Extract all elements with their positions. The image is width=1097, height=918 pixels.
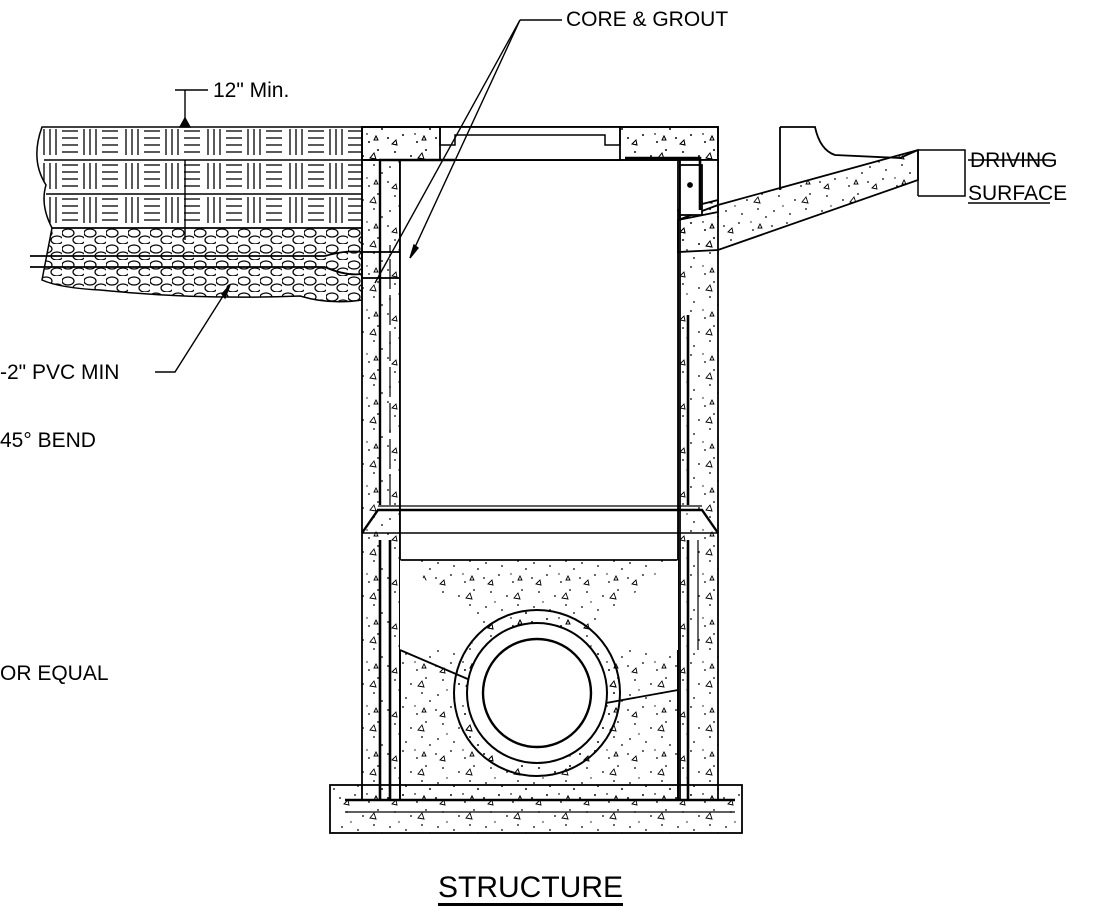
bend-label: 45° BEND bbox=[0, 429, 96, 452]
or-equal-label: OR EQUAL bbox=[0, 662, 109, 685]
leader-lines bbox=[155, 19, 1050, 373]
pavers bbox=[36, 126, 363, 229]
pipe-opening bbox=[453, 609, 621, 777]
cover-min-label: 12" Min. bbox=[213, 79, 290, 102]
core-grout-label: CORE & GROUT bbox=[566, 8, 729, 31]
surface-label: SURFACE bbox=[968, 182, 1068, 205]
driving-label: DRIVING bbox=[970, 149, 1058, 172]
curb-slab bbox=[676, 126, 919, 253]
pvc-label: -2" PVC MIN bbox=[0, 361, 120, 384]
gravel-bed bbox=[41, 227, 363, 303]
drawing-title: STRUCTURE bbox=[438, 871, 623, 904]
riser-joint bbox=[361, 505, 719, 534]
driving-surface-marker bbox=[917, 149, 966, 197]
grate-frame bbox=[439, 127, 621, 161]
base-slab bbox=[329, 784, 743, 834]
